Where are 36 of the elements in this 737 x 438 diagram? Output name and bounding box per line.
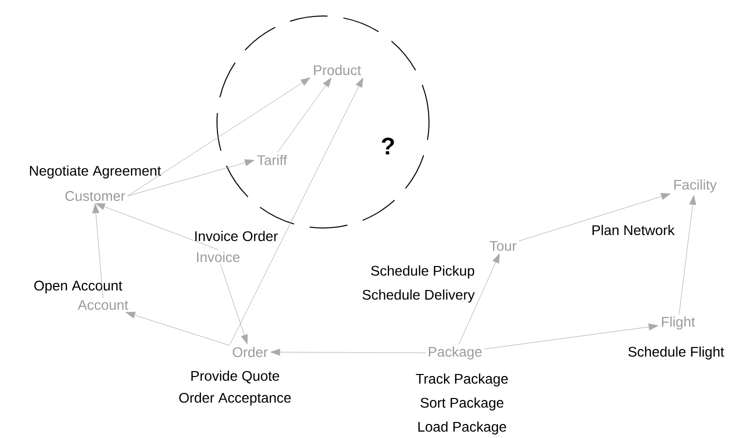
operation-label: Plan Network [592, 224, 675, 236]
arrow [270, 348, 426, 356]
entity-label: Product [314, 64, 362, 76]
entity-label: Invoice [197, 252, 240, 262]
operation-label: Negotiate Agreement [30, 165, 162, 178]
operation-label: Schedule Delivery [362, 289, 475, 302]
entity-label: Flight [662, 316, 696, 330]
arrow [127, 78, 310, 196]
entity-label: Facility [674, 179, 717, 192]
entity-label: Tour [490, 241, 516, 251]
arrow [92, 204, 104, 298]
arrow [127, 159, 254, 196]
operation-label: Schedule Pickup [371, 265, 474, 278]
arrow [678, 195, 696, 315]
arrow [95, 203, 218, 250]
arrow [220, 264, 248, 344]
entity-label: Customer [65, 191, 126, 201]
operation-label: Invoice Order [195, 230, 278, 242]
question-mark: ? [382, 138, 394, 154]
operation-label: Track Package [416, 373, 508, 386]
entity-label: Order [232, 346, 268, 358]
operation-label: Load Package [418, 421, 506, 434]
operation-label: Schedule Flight [628, 346, 724, 360]
operation-label: Sort Package [420, 397, 504, 410]
operation-label: Provide Quote [191, 370, 280, 384]
arrow [126, 312, 230, 346]
operation-label: Open Account [34, 280, 122, 294]
entity-label: Tariff [257, 154, 288, 166]
arrow [230, 78, 364, 345]
arrow [277, 78, 332, 153]
entity-label: Package [428, 346, 482, 360]
operation-label: Order Acceptance [179, 392, 291, 406]
entity-label: Account [78, 300, 128, 310]
arrow [484, 323, 658, 350]
arrow [458, 254, 500, 344]
arrow [518, 193, 671, 242]
